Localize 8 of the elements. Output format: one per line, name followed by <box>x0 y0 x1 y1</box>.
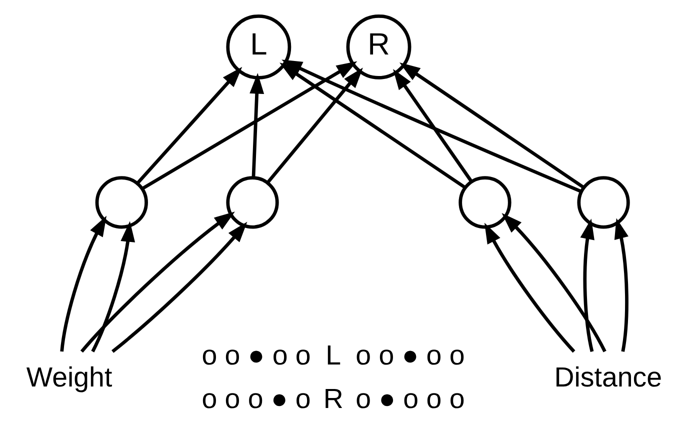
label: o o ● o o <box>356 339 465 370</box>
label: R <box>323 382 344 414</box>
node-text: Weight <box>26 360 112 392</box>
node-text: Distance <box>554 360 662 392</box>
label: o o o ● o <box>202 382 311 414</box>
label: o o ● o o <box>202 339 311 370</box>
label: o ● o o o <box>356 382 465 414</box>
label: L <box>326 339 342 370</box>
